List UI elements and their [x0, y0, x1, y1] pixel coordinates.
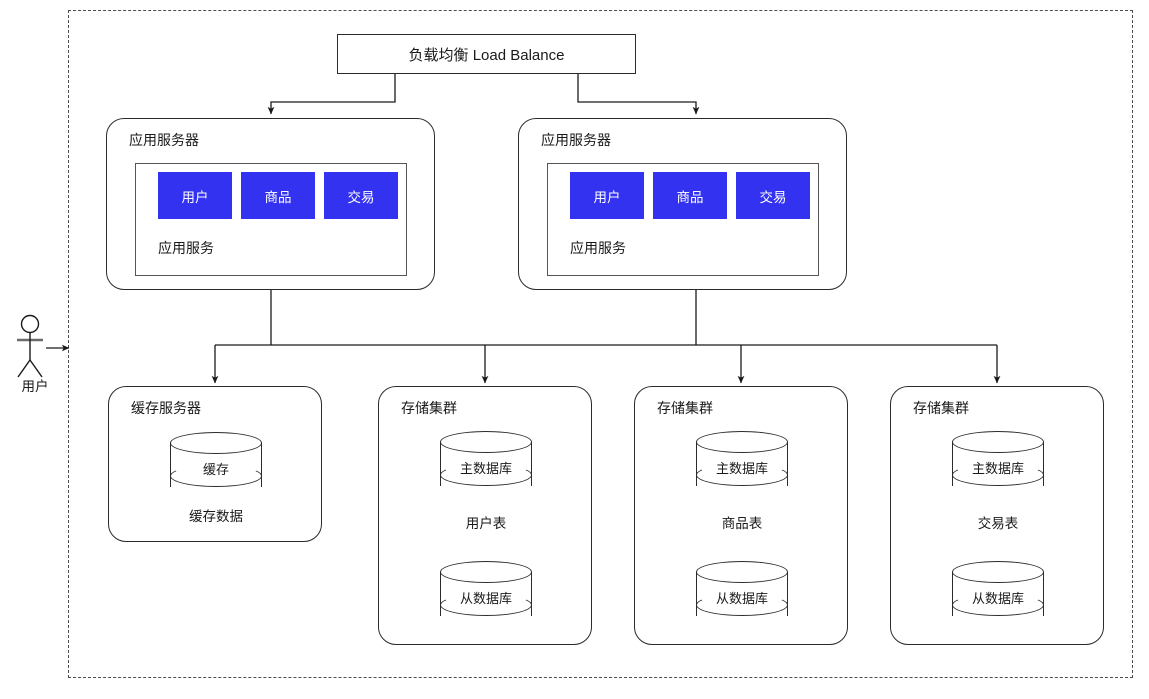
cylinder-bottom: [952, 464, 1044, 486]
slave-db-label: 从数据库: [715, 591, 768, 606]
app-service-container: 用户 商品 交易 应用服务: [135, 163, 407, 276]
storage-cluster-caption: 用户表: [465, 516, 507, 531]
cylinder-bottom: [696, 464, 788, 486]
cylinder-cap: [440, 561, 532, 583]
cylinder-cap: [170, 432, 262, 454]
service-box-transaction[interactable]: 交易: [736, 172, 810, 219]
storage-cluster-caption: 交易表: [977, 516, 1019, 531]
cylinder-cap: [696, 561, 788, 583]
app-server-title: 应用服务器: [541, 132, 611, 148]
service-box-user[interactable]: 用户: [158, 172, 232, 219]
storage-cluster-caption: 商品表: [721, 516, 763, 531]
cylinder-bottom: [952, 594, 1044, 616]
storage-cluster-title: 存储集群: [657, 400, 713, 416]
cylinder-bottom: [440, 464, 532, 486]
system-boundary: [68, 10, 1133, 678]
cache-server-title: 缓存服务器: [131, 400, 201, 416]
cache-cylinder-icon: 缓存: [170, 432, 262, 498]
master-db-cylinder-icon: 主数据库: [952, 431, 1044, 497]
storage-cluster-title: 存储集群: [913, 400, 969, 416]
cache-server-node[interactable]: 缓存服务器 缓存 缓存数据: [108, 386, 322, 542]
slave-db-label: 从数据库: [459, 591, 512, 606]
app-service-label: 应用服务: [158, 240, 214, 256]
actor-label: 用户: [21, 379, 49, 394]
load-balancer-node[interactable]: 负载均衡 Load Balance: [337, 34, 636, 74]
storage-cluster-node-3[interactable]: 存储集群 主数据库 交易表 从数据库: [890, 386, 1104, 645]
slave-db-cylinder-icon: 从数据库: [952, 561, 1044, 627]
master-db-cylinder-icon: 主数据库: [696, 431, 788, 497]
master-db-label: 主数据库: [459, 461, 512, 476]
service-box-product[interactable]: 商品: [241, 172, 315, 219]
storage-cluster-title: 存储集群: [401, 400, 457, 416]
cylinder-cap: [696, 431, 788, 453]
service-row: 用户 商品 交易: [570, 172, 810, 219]
cylinder-cap: [952, 431, 1044, 453]
cylinder-bottom: [440, 594, 532, 616]
app-server-title: 应用服务器: [129, 132, 199, 148]
service-box-transaction[interactable]: 交易: [324, 172, 398, 219]
cylinder-cap: [440, 431, 532, 453]
master-db-label: 主数据库: [715, 461, 768, 476]
app-server-node-2[interactable]: 应用服务器 用户 商品 交易 应用服务: [518, 118, 847, 290]
app-service-label: 应用服务: [570, 240, 626, 256]
load-balancer-label: 负载均衡 Load Balance: [408, 46, 565, 64]
service-box-user[interactable]: 用户: [570, 172, 644, 219]
user-actor-icon: [17, 314, 43, 378]
app-service-container: 用户 商品 交易 应用服务: [547, 163, 819, 276]
storage-cluster-node-1[interactable]: 存储集群 主数据库 用户表 从数据库: [378, 386, 592, 645]
master-db-label: 主数据库: [971, 461, 1024, 476]
cylinder-bottom: [170, 465, 262, 487]
storage-cluster-node-2[interactable]: 存储集群 主数据库 商品表 从数据库: [634, 386, 848, 645]
service-box-product[interactable]: 商品: [653, 172, 727, 219]
cylinder-bottom: [696, 594, 788, 616]
slave-db-label: 从数据库: [971, 591, 1024, 606]
slave-db-cylinder-icon: 从数据库: [440, 561, 532, 627]
cache-caption: 缓存数据: [189, 509, 243, 524]
master-db-cylinder-icon: 主数据库: [440, 431, 532, 497]
cache-cylinder-label: 缓存: [202, 462, 229, 477]
cylinder-cap: [952, 561, 1044, 583]
app-server-node-1[interactable]: 应用服务器 用户 商品 交易 应用服务: [106, 118, 435, 290]
service-row: 用户 商品 交易: [158, 172, 398, 219]
slave-db-cylinder-icon: 从数据库: [696, 561, 788, 627]
